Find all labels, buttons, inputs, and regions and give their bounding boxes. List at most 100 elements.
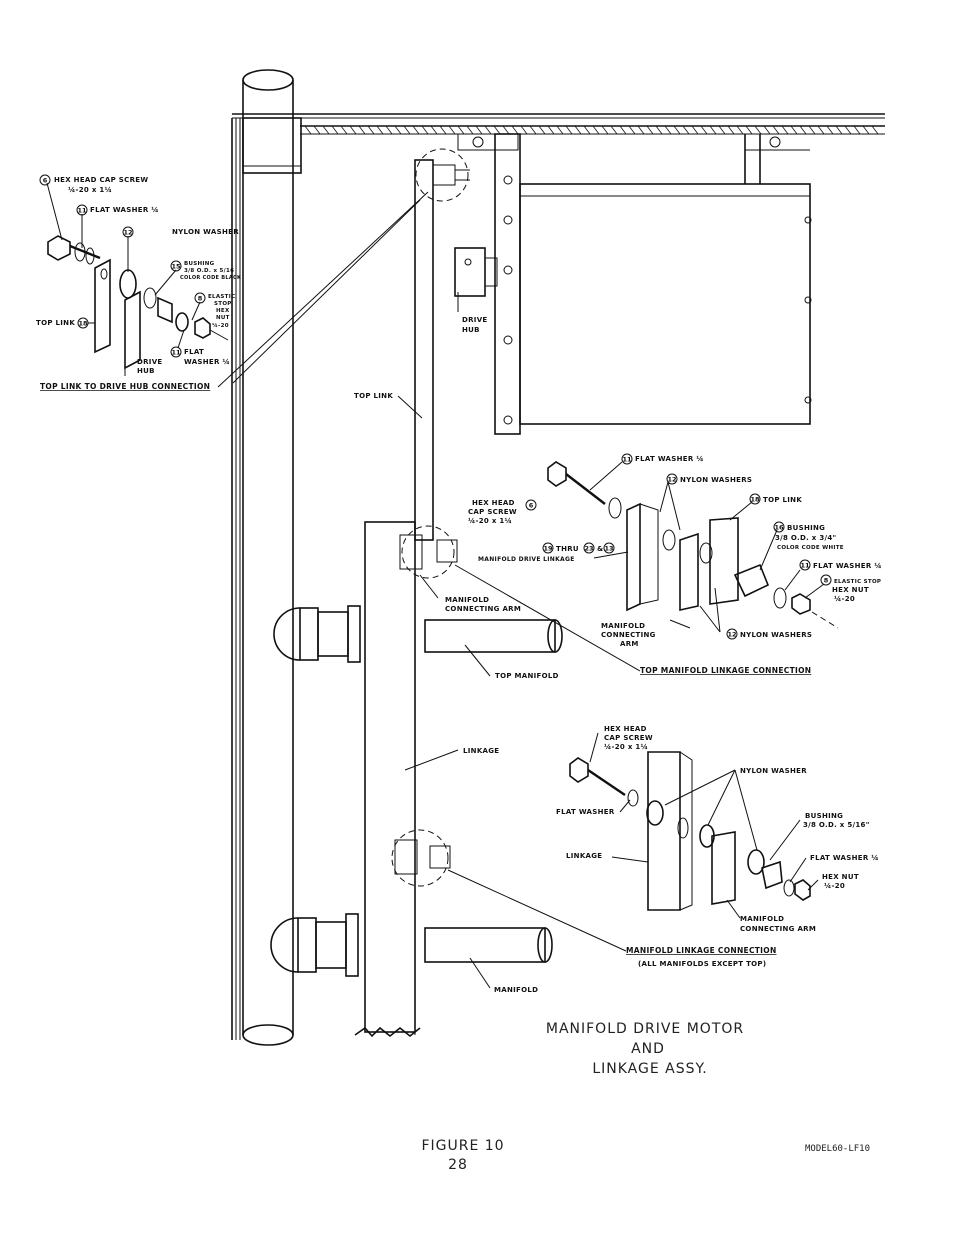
label-ml-bushing-2: 3/8 O.D. x 5/16" bbox=[803, 821, 870, 829]
label-linkage: LINKAGE bbox=[463, 747, 499, 755]
hatch-line bbox=[673, 125, 681, 135]
callout-num: 11 bbox=[171, 349, 181, 357]
hatch-line bbox=[412, 125, 420, 135]
callout-num: 23 bbox=[584, 545, 593, 553]
callout-num: 11 bbox=[800, 562, 810, 570]
hatch-line bbox=[682, 125, 690, 135]
label-top-link-main: TOP LINK bbox=[354, 392, 393, 400]
hatch-line bbox=[619, 125, 627, 135]
label-hex-screw-size: ¼-20 x 1¼ bbox=[68, 186, 112, 194]
hatch-line bbox=[664, 125, 672, 135]
drive-motor bbox=[454, 133, 812, 435]
label-tm-hex-3: ¼-20 x 1¼ bbox=[468, 517, 512, 525]
label-drive-hub-2: HUB bbox=[137, 367, 155, 375]
page-number: 28 bbox=[448, 1157, 468, 1173]
hatch-line bbox=[484, 125, 492, 135]
callout-num: 11 bbox=[77, 207, 87, 215]
hatch-line bbox=[826, 125, 834, 135]
hatch-line bbox=[772, 125, 780, 135]
label-tm-thru: THRU bbox=[556, 545, 579, 553]
hatch-line bbox=[394, 125, 402, 135]
hatch-line bbox=[502, 125, 510, 135]
top-manifold bbox=[273, 605, 563, 663]
hatch-line bbox=[646, 125, 654, 135]
hatch-line bbox=[349, 125, 357, 135]
label-ml-nylon-washer: NYLON WASHER bbox=[740, 767, 807, 775]
hatch-line bbox=[745, 125, 753, 135]
label-nylon-washer: NYLON WASHER bbox=[172, 228, 239, 236]
hatch-line bbox=[448, 125, 456, 135]
callout-num: 18 bbox=[78, 320, 88, 328]
hatch-line bbox=[313, 125, 321, 135]
label-manifold: MANIFOLD bbox=[494, 986, 538, 994]
hatch-line bbox=[340, 125, 348, 135]
hatch-line bbox=[763, 125, 771, 135]
hatch-line bbox=[736, 125, 744, 135]
hatch-line bbox=[565, 125, 573, 135]
top-plate bbox=[232, 113, 885, 135]
hatch-line bbox=[520, 125, 528, 135]
label-tm-hex-1: HEX HEAD bbox=[472, 499, 515, 507]
label-tm-stop-nut-3: ¼-20 bbox=[834, 595, 855, 603]
hatch-line bbox=[403, 125, 411, 135]
hatch-line bbox=[322, 125, 330, 135]
hatch-line bbox=[610, 125, 618, 135]
label-ml-arm-2: CONNECTING ARM bbox=[740, 925, 816, 933]
hatch-line bbox=[574, 125, 582, 135]
top-link-bar bbox=[414, 148, 470, 541]
label-flat-washer-2a: FLAT bbox=[184, 348, 204, 356]
hatch-line bbox=[457, 125, 465, 135]
label-top-link: TOP LINK bbox=[36, 319, 75, 327]
label-ml-hex-nut-1: HEX NUT bbox=[822, 873, 859, 881]
hatch-line bbox=[304, 125, 312, 135]
hatch-line bbox=[799, 125, 807, 135]
hatch-line bbox=[331, 125, 339, 135]
hatch-line bbox=[871, 125, 879, 135]
hatch-line bbox=[556, 125, 564, 135]
label-stop-nut-4: NUT bbox=[216, 315, 230, 321]
hatch-line bbox=[511, 125, 519, 135]
callout-num: 15 bbox=[171, 263, 181, 271]
hatch-line bbox=[853, 125, 861, 135]
caption-line-1: MANIFOLD DRIVE MOTOR bbox=[546, 1021, 744, 1037]
figure-label: FIGURE 10 bbox=[421, 1138, 504, 1154]
hatch-line bbox=[727, 125, 735, 135]
label-ml-flat-washer: FLAT WASHER bbox=[556, 808, 615, 816]
label-bushing-color: COLOR CODE BLACK bbox=[180, 275, 242, 281]
label-bushing-size: 3/8 O.D. x 5/16 bbox=[184, 268, 234, 274]
title-manifold-linkage-connection: MANIFOLD LINKAGE CONNECTION bbox=[626, 946, 777, 955]
label-stop-nut-3: HEX bbox=[216, 308, 230, 314]
model-number: MODEL60-LF10 bbox=[805, 1144, 870, 1154]
hatch-line bbox=[709, 125, 717, 135]
hatch-line bbox=[538, 125, 546, 135]
callout-num: 11 bbox=[622, 456, 632, 464]
label-ml-hex-nut-2: ¼-20 bbox=[824, 882, 845, 890]
label-flat-washer-2b: WASHER ¼ bbox=[184, 358, 230, 366]
hatch-line bbox=[817, 125, 825, 135]
label-tm-arm-2: CONNECTING bbox=[601, 631, 656, 639]
hatch-line bbox=[430, 125, 438, 135]
callout-num: 6 bbox=[43, 177, 48, 185]
main-labels: DRIVE HUB TOP LINK MANIFOLD CONNECTING A… bbox=[354, 292, 558, 994]
hatch-line bbox=[466, 125, 474, 135]
label-tm-mdl: MANIFOLD DRIVE LINKAGE bbox=[478, 556, 575, 563]
hatch-line bbox=[475, 125, 483, 135]
label-tm-nylon-washers-2: NYLON WASHERS bbox=[740, 631, 812, 639]
label-ml-linkage: LINKAGE bbox=[566, 852, 602, 860]
label-drive-hub-main-2: HUB bbox=[462, 326, 480, 334]
title-top-link-hub-connection: TOP LINK TO DRIVE HUB CONNECTION bbox=[40, 382, 210, 391]
main-column bbox=[231, 69, 302, 1046]
manifold-linkage-detail: HEX HEAD CAP SCREW ¼-20 x 1¼ NYLON WASHE… bbox=[447, 725, 879, 968]
callout-num: 6 bbox=[529, 502, 534, 510]
label-ml-bushing-1: BUSHING bbox=[805, 812, 843, 820]
label-tm-bushing-3: COLOR CODE WHITE bbox=[777, 545, 844, 551]
label-tm-nylon-washers: NYLON WASHERS bbox=[680, 476, 752, 484]
hatch-line bbox=[754, 125, 762, 135]
hatch-line bbox=[583, 125, 591, 135]
hatch-line bbox=[637, 125, 645, 135]
hatch-line bbox=[655, 125, 663, 135]
hatch-line bbox=[421, 125, 429, 135]
label-tm-flat-washer-2: FLAT WASHER ¼ bbox=[813, 562, 882, 570]
hatch-line bbox=[781, 125, 789, 135]
